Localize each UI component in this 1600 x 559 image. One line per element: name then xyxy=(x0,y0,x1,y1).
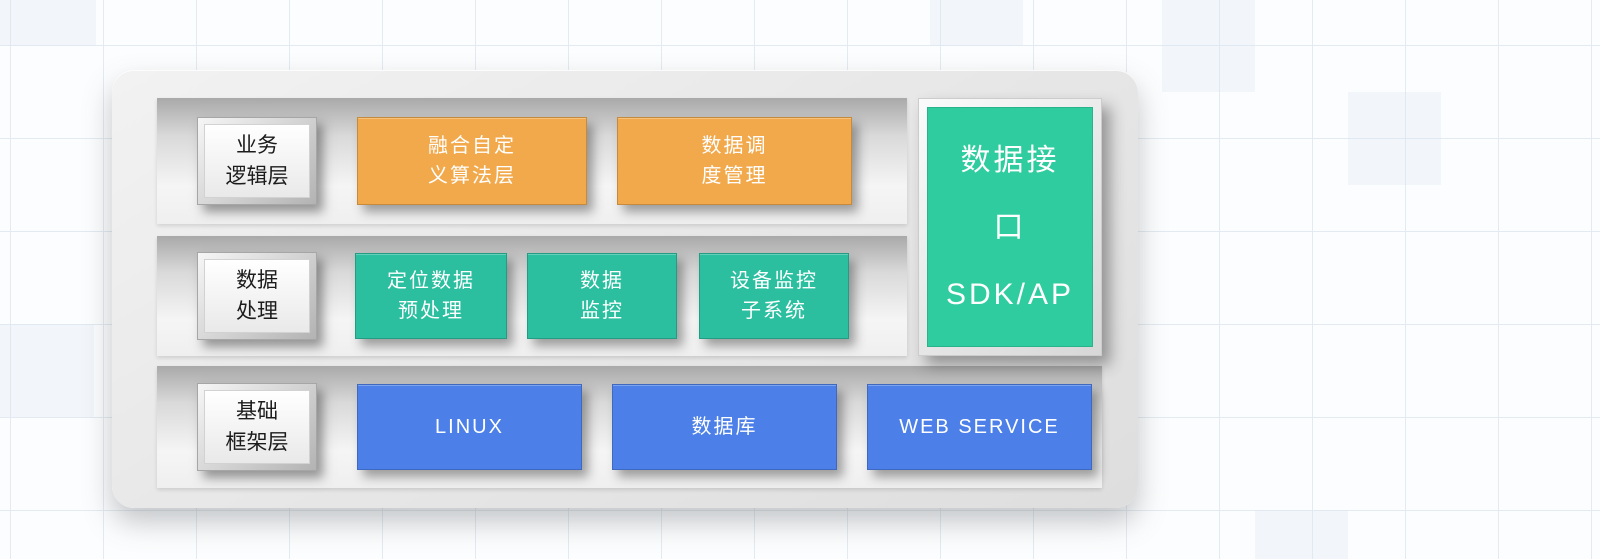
node-custom-fusion-algorithm: 融合自定 义算法层 xyxy=(357,117,587,205)
architecture-panel: 业务 逻辑层 融合自定 义算法层 数据调 度管理 数据 处理 定位数据 预处理 … xyxy=(112,70,1138,508)
grid-tint-cell xyxy=(930,0,1023,46)
node-linux: LINUX xyxy=(357,384,582,470)
grid-tint-cell xyxy=(1162,0,1255,92)
node-database: 数据库 xyxy=(612,384,837,470)
layer-label-base-framework: 基础 框架层 xyxy=(197,383,317,471)
layer-label-data-processing: 数据 处理 xyxy=(197,252,317,340)
node-data-interface-sdk: 数据接 口 SDK/AP xyxy=(927,107,1093,347)
layer-label-text: 数据 处理 xyxy=(204,259,310,333)
grid-tint-cell xyxy=(1348,92,1441,185)
grid-tint-cell xyxy=(0,324,94,417)
layer-band-base-framework: 基础 框架层 LINUX 数据库 WEB SERVICE xyxy=(157,366,1102,488)
node-device-monitor-subsystem: 设备监控 子系统 xyxy=(699,253,849,339)
grid-tint-cell xyxy=(0,0,96,46)
node-data-monitor: 数据 监控 xyxy=(527,253,677,339)
grid-tint-cell xyxy=(1255,510,1348,559)
layer-band-data-processing: 数据 处理 定位数据 预处理 数据 监控 设备监控 子系统 xyxy=(157,236,907,356)
layer-label-text: 基础 框架层 xyxy=(204,390,310,464)
node-positioning-preprocess: 定位数据 预处理 xyxy=(355,253,507,339)
node-data-scheduling: 数据调 度管理 xyxy=(617,117,852,205)
layer-label-text: 业务 逻辑层 xyxy=(204,124,310,198)
node-web-service: WEB SERVICE xyxy=(867,384,1092,470)
node-data-interface-frame: 数据接 口 SDK/AP xyxy=(918,98,1102,356)
layer-band-business-logic: 业务 逻辑层 融合自定 义算法层 数据调 度管理 xyxy=(157,98,907,224)
layer-label-business-logic: 业务 逻辑层 xyxy=(197,117,317,205)
